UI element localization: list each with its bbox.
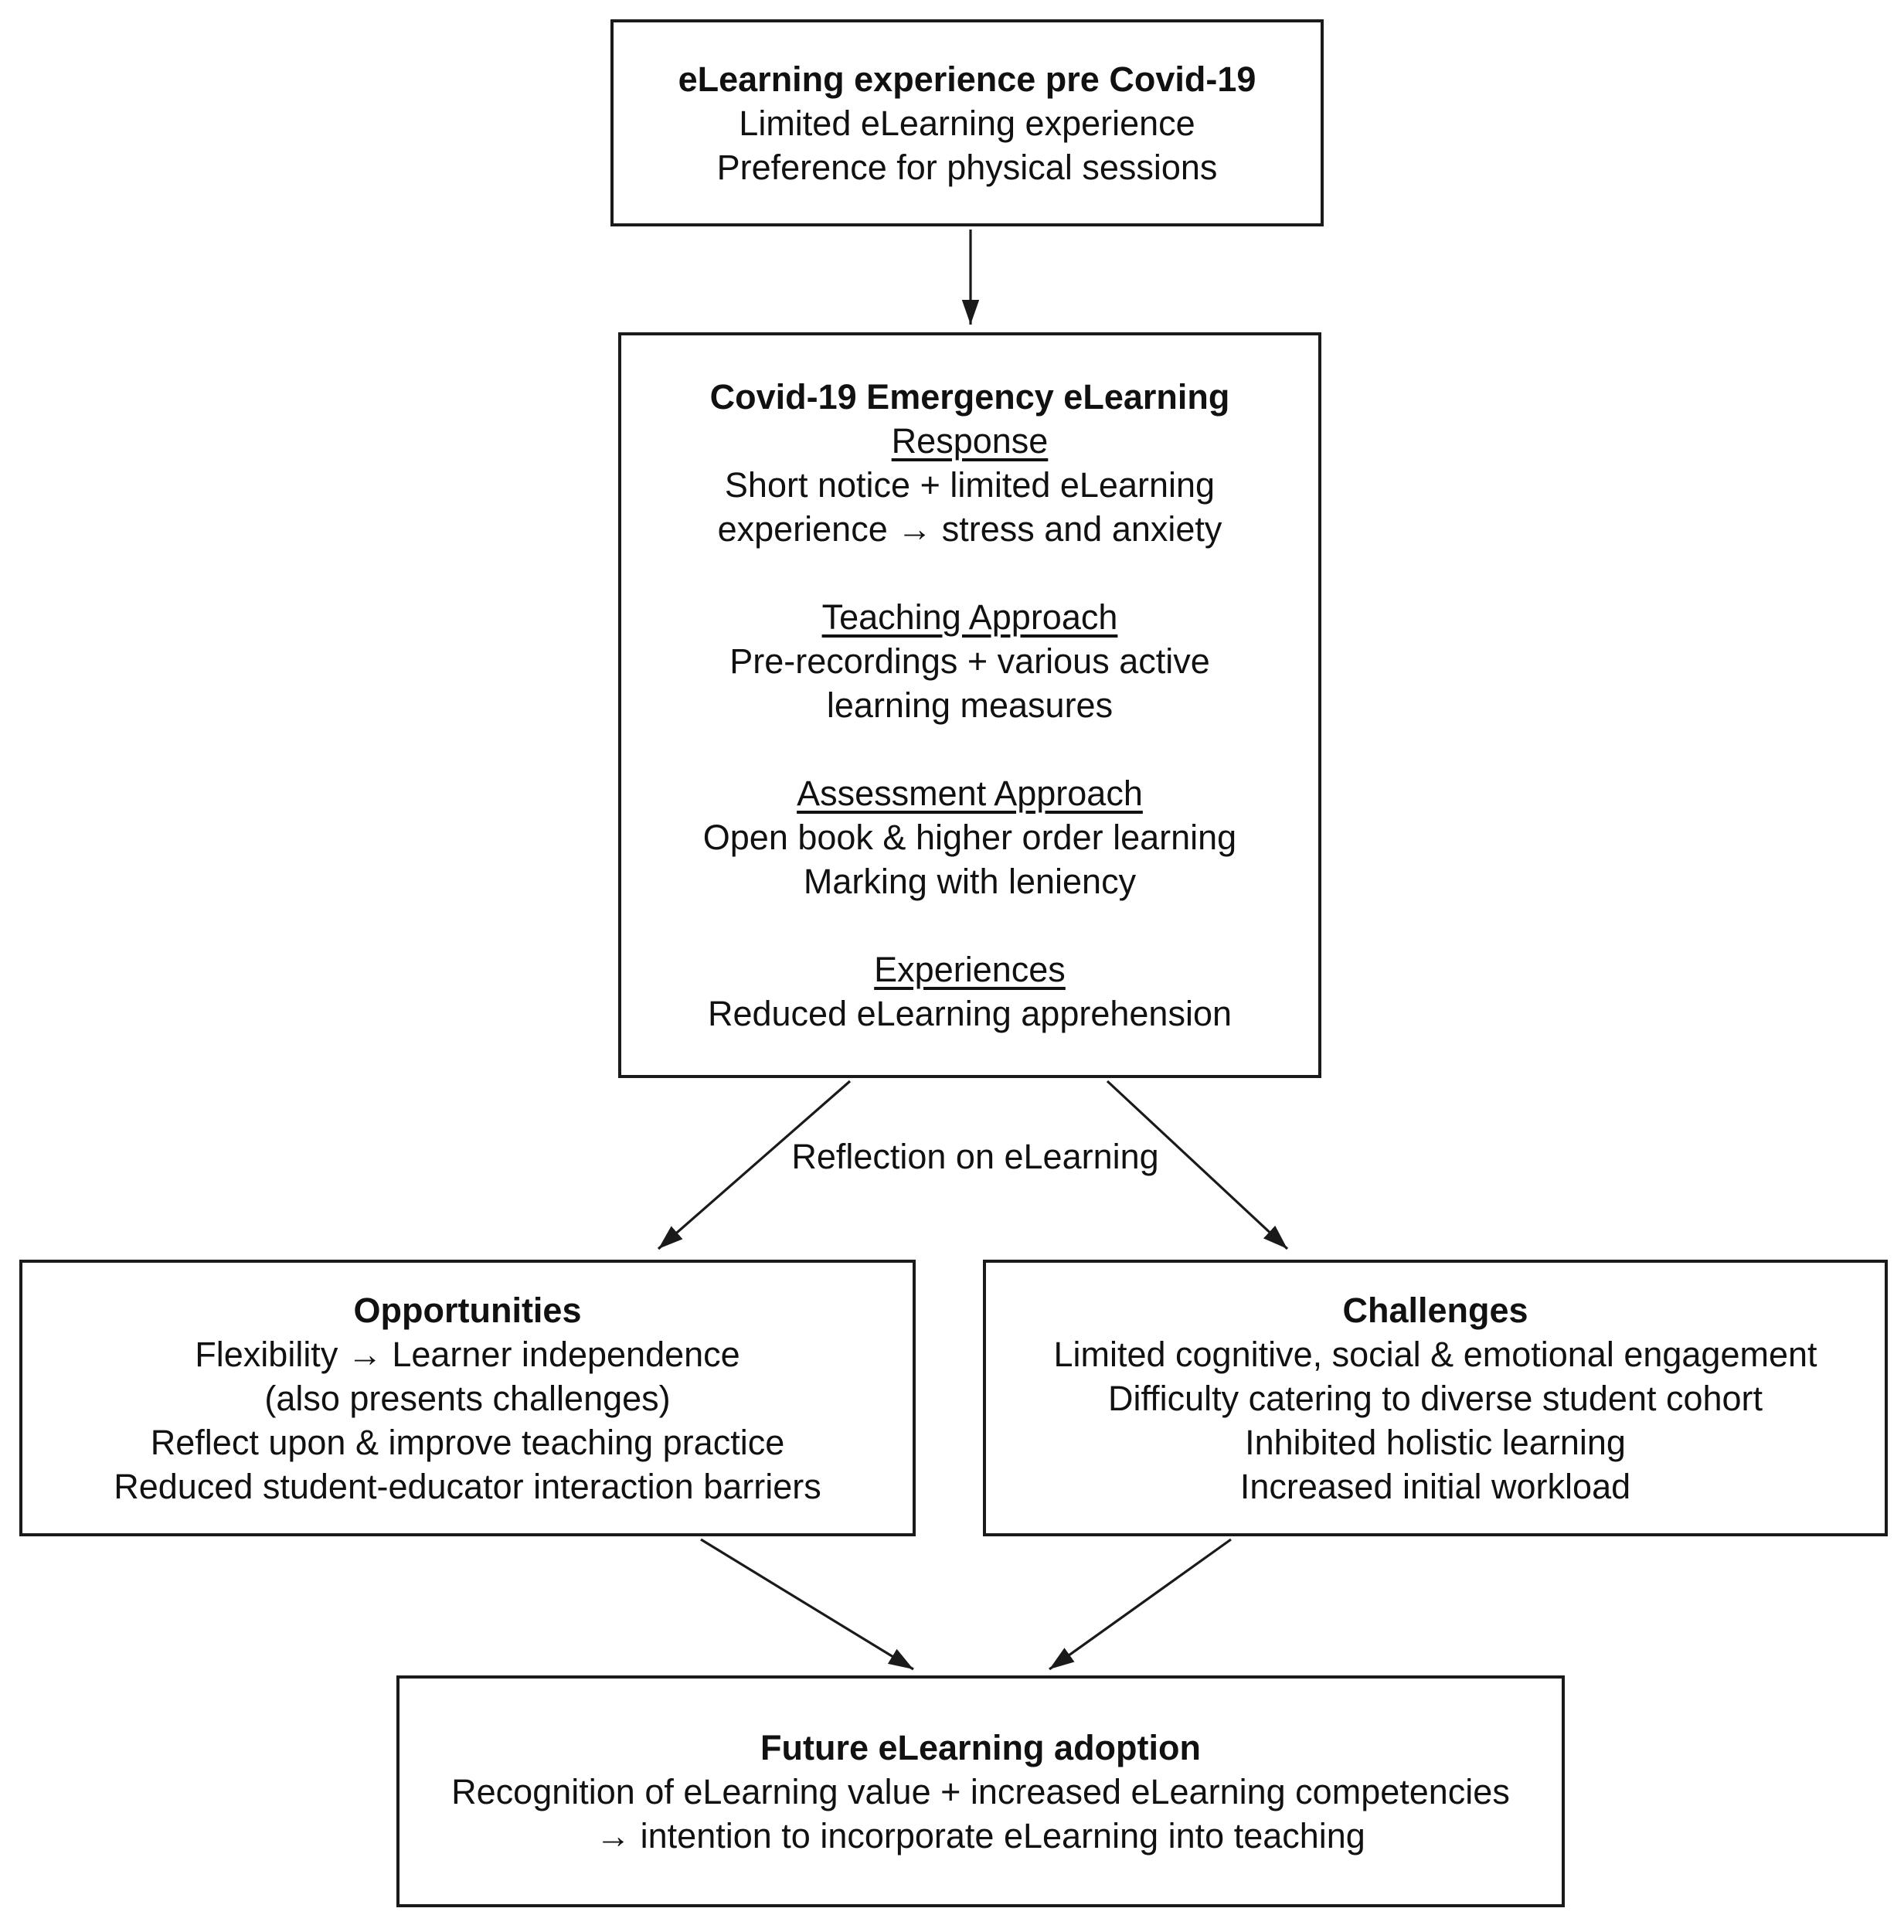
box-section: Experiences Reduced eLearning apprehensi… (708, 947, 1232, 1036)
box-line: learning measures (826, 685, 1114, 725)
box-line: experience → stress and anxiety (717, 509, 1222, 549)
box-covid-emergency-elearning: Covid-19 Emergency eLearning Response Sh… (618, 332, 1321, 1078)
box-line: Inhibited holistic learning (1245, 1422, 1626, 1462)
edge-label-reflection: Reflection on eLearning (791, 1137, 1159, 1176)
box-line: Open book & higher order learning (702, 818, 1237, 857)
box-line: Recognition of eLearning value + increas… (451, 1771, 1510, 1811)
box-line: Pre-recordings + various active (729, 641, 1210, 681)
box-pre-covid-experience: eLearning experience pre Covid-19 Limite… (610, 19, 1324, 226)
box-line: (also presents challenges) (264, 1378, 671, 1418)
box-line: Limited eLearning experience (739, 103, 1195, 143)
section-heading: Experiences (874, 950, 1066, 989)
box-title: Future eLearning adoption (760, 1727, 1201, 1767)
box-line: Preference for physical sessions (716, 147, 1218, 187)
section-heading: Response (891, 421, 1049, 461)
arrow-challenges-to-future (1049, 1538, 1232, 1671)
box-line: Increased initial workload (1239, 1466, 1631, 1506)
box-line: Reflect upon & improve teaching practice (150, 1422, 785, 1462)
box-line: Limited cognitive, social & emotional en… (1053, 1334, 1817, 1374)
box-line: → intention to incorporate eLearning int… (596, 1815, 1365, 1855)
box-section: Assessment Approach Open book & higher o… (703, 771, 1236, 903)
box-line: Short notice + limited eLearning (724, 465, 1216, 505)
box-challenges: Challenges Limited cognitive, social & e… (983, 1260, 1888, 1536)
box-title: Challenges (1342, 1290, 1528, 1330)
section-heading: Assessment Approach (797, 774, 1143, 813)
arrow-opportunities-to-future (700, 1538, 914, 1671)
box-title: Covid-19 Emergency eLearning (709, 377, 1230, 417)
box-title: eLearning experience pre Covid-19 (678, 59, 1256, 99)
box-line: Difficulty catering to diverse student c… (1107, 1378, 1763, 1418)
box-section: Teaching Approach Pre-recordings + vario… (729, 595, 1210, 727)
section-heading: Teaching Approach (821, 597, 1118, 637)
box-section: Covid-19 Emergency eLearning Response Sh… (710, 375, 1230, 551)
box-opportunities: Opportunities Flexibility → Learner inde… (19, 1260, 916, 1536)
box-future-elearning-adoption: Future eLearning adoption Recognition of… (396, 1675, 1565, 1907)
box-line: Reduced eLearning apprehension (707, 994, 1232, 1033)
box-line: Marking with leniency (803, 862, 1137, 901)
box-line: Reduced student-educator interaction bar… (114, 1466, 821, 1506)
arrow-emergency-to-challenges (1106, 1080, 1289, 1250)
box-line: Flexibility → Learner independence (195, 1334, 740, 1374)
box-title: Opportunities (353, 1290, 582, 1330)
arrow-emergency-to-opportunities (657, 1080, 852, 1250)
